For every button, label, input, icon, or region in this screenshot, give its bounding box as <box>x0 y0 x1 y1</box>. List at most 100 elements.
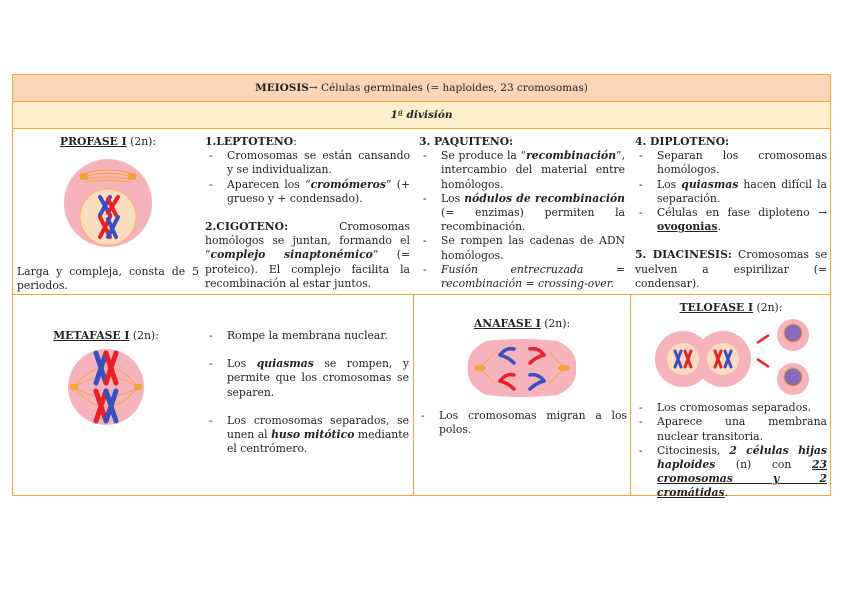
column-divider <box>413 295 414 495</box>
metafase-item-3-pre: Los cromosomas separados, se unen al <box>227 413 409 442</box>
telofase-cell-icon <box>655 319 809 396</box>
profase-heading: PROFASE I (2n): <box>17 135 199 149</box>
diploteno-item-1: Separan los cromosomas homólogos. <box>657 149 827 177</box>
diacinesis-paragraph: 5. DIACINESIS: Cromosomas se vuelven a e… <box>635 248 827 291</box>
table-subheader-division: 1ª división <box>13 102 830 129</box>
anafase-illustration <box>466 337 578 399</box>
recombinacion-term: recombinación <box>526 149 617 163</box>
profase-row: PROFASE I (2n): <box>13 129 830 295</box>
diploteno-item-2-post: hacen difícil la separación. <box>657 177 827 205</box>
cromomeros-term: cromómeros <box>310 177 386 191</box>
leptoteno-list: Cromosomas se están cansando y se indivi… <box>205 149 410 206</box>
metafase-item-2-post: se rompen, y permite que los cromosomas … <box>227 357 409 399</box>
metafase-text-cell: Rompe la membrana nuclear. Los quiasmas … <box>205 329 409 456</box>
paquiteno-item-3: Se rompen las cadenas de ADN homólogos. <box>441 234 625 262</box>
telofase-list: Los cromosomas separados. Aparece una me… <box>635 401 827 500</box>
anafase-ploidy: (2n): <box>540 317 571 330</box>
list-item: Aparecen los “cromómeros” (+ grueso y + … <box>205 178 410 206</box>
list-item: Se produce la “recombinación”, intercamb… <box>419 149 625 192</box>
list-item: Los cromosomas migran a los polos. <box>417 409 627 437</box>
paquiteno-list: Se produce la “recombinación”, intercamb… <box>419 149 625 291</box>
column-divider <box>630 295 631 495</box>
cigoteno-pre: Cromosomas homólogos se juntan, formando… <box>205 220 410 262</box>
list-item: Separan los cromosomas homólogos. <box>635 149 827 177</box>
leptoteno-heading: 1.LEPTOTENO: <box>205 135 410 149</box>
metafase-title: METAFASE I <box>53 329 130 342</box>
leptoteno-cigoteno-cell: 1.LEPTOTENO: Cromosomas se están cansand… <box>205 135 410 291</box>
telofase-item-2: Aparece una membrana nuclear transitoria… <box>657 415 827 443</box>
paquiteno-cell: 3. PAQUITENO: Se produce la “recombinaci… <box>419 135 625 291</box>
cigoteno-post: ” (= proteico). El complejo facilita la … <box>205 248 410 290</box>
diploteno-list: Separan los cromosomas homólogos. Los qu… <box>635 149 827 234</box>
diploteno-title: 4. DIPLOTENO: <box>635 135 730 148</box>
profase-title: PROFASE I <box>59 135 127 148</box>
header-title-rest: → Células germinales (= haploides, 23 cr… <box>308 82 588 94</box>
metafase-list: Rompe la membrana nuclear. Los quiasmas … <box>205 329 409 456</box>
meiosis-table: MEIOSIS → Células germinales (= haploide… <box>12 74 831 499</box>
paquiteno-item-1-post: ”, intercambio del material entre homólo… <box>441 149 625 191</box>
paquiteno-item-1-pre: Se produce la “ <box>441 149 527 163</box>
list-item: Células en fase diploteno → ovogonias. <box>635 206 827 234</box>
metafase-cell-icon <box>68 349 144 426</box>
profase-cell-illustration <box>58 155 158 251</box>
huso-mitotico-term: huso mitótico <box>271 428 355 442</box>
quiasmas-term: quiasmas <box>681 177 739 191</box>
profase-cell-icon <box>64 159 152 248</box>
metafase-item-2-pre: Los <box>227 357 257 371</box>
anafase-cell: ANAFASE I (2n): <box>417 317 627 438</box>
telofase-ploidy: (2n): <box>753 301 783 314</box>
quiasmas-term: quiasmas <box>256 357 314 371</box>
diploteno-diacinesis-cell: 4. DIPLOTENO: Separan los cromosomas hom… <box>635 135 827 291</box>
paquiteno-item-2-pre: Los <box>441 191 465 205</box>
leptoteno-item-2-post: ” (+ grueso y + condensado). <box>227 177 410 205</box>
metafase-ploidy: (2n): <box>129 329 159 342</box>
anafase-cell-icon <box>467 339 577 398</box>
diacinesis-text: Cromosomas se vuelven a espirilizar (= c… <box>635 248 827 290</box>
telofase-illustration <box>653 319 823 399</box>
list-item: Se rompen las cadenas de ADN homólogos. <box>419 234 625 262</box>
list-item: Los cromosomas separados, se unen al hus… <box>205 414 409 457</box>
diacinesis-title: 5. DIACINESIS: <box>635 248 732 262</box>
list-item: Aparece una membrana nuclear transitoria… <box>635 415 827 443</box>
telofase-item-1: Los cromosomas separados. <box>657 401 812 415</box>
telofase-cell: TELOFASE I (2n): <box>635 301 827 501</box>
profase-ploidy: (2n): <box>126 135 157 148</box>
nodulos-term: nódulos de recombinación <box>464 191 625 205</box>
telofase-item-3-mid: (n) con <box>715 458 812 472</box>
leptoteno-title: 1.LEPTOTENO <box>205 135 294 148</box>
list-item: Los quiasmas se rompen, y permite que lo… <box>205 357 409 400</box>
ovogonias-term: ovogonias <box>657 220 718 234</box>
diploteno-item-3-post: . <box>717 220 721 234</box>
paquiteno-item-2-post: (= enzimas) permiten la recombinación. <box>441 206 625 234</box>
anafase-item-1: Los cromosomas migran a los polos. <box>439 409 627 437</box>
telofase-heading: TELOFASE I (2n): <box>635 301 827 315</box>
telofase-title: TELOFASE I <box>679 301 754 314</box>
list-item: Rompe la membrana nuclear. <box>205 329 409 343</box>
table-header-meiosis: MEIOSIS → Células germinales (= haploide… <box>13 75 830 102</box>
telofase-item-3-post: . <box>724 486 729 500</box>
list-item: Cromosomas se están cansando y se indivi… <box>205 149 410 177</box>
leptoteno-item-1: Cromosomas se están cansando y se indivi… <box>227 149 410 177</box>
diploteno-item-3-pre: Células en fase diploteno → <box>657 206 827 220</box>
subheader-text: 1ª división <box>390 109 453 121</box>
profase-cell: PROFASE I (2n): <box>17 135 199 294</box>
paquiteno-title: 3. PAQUITENO: <box>419 135 514 148</box>
cigoteno-paragraph: 2.CIGOTENO: Cromosomas homólogos se junt… <box>205 220 410 291</box>
metafase-item-1: Rompe la membrana nuclear. <box>227 329 388 342</box>
leptoteno-item-2-pre: Aparecen los “ <box>227 177 311 191</box>
paquiteno-item-4: Fusión entrecruzada = recombinación = cr… <box>441 262 625 291</box>
list-item: Citocinesis, 2 células hijas haploides (… <box>635 444 827 501</box>
metafase-cell: METAFASE I (2n): <box>13 329 199 427</box>
diploteno-item-2-pre: Los <box>657 177 682 191</box>
header-title-bold: MEIOSIS <box>255 82 309 94</box>
complejo-sinaptonemico-term: complejo sinaptonémico <box>210 248 373 262</box>
phases-row: METAFASE I (2n): <box>13 295 830 499</box>
anafase-title: ANAFASE I <box>473 317 541 330</box>
list-item: Fusión entrecruzada = recombinación = cr… <box>419 263 625 291</box>
metafase-item-3-post: mediante el centrómero. <box>227 428 409 456</box>
metafase-illustration <box>64 347 148 427</box>
telofase-item-3-pre: Citocinesis, <box>657 443 730 457</box>
leptoteno-colon: : <box>293 135 297 148</box>
cigoteno-title: 2.CIGOTENO: <box>205 220 289 234</box>
celulas-hijas-term: 2 células hijas haploides <box>657 443 827 472</box>
